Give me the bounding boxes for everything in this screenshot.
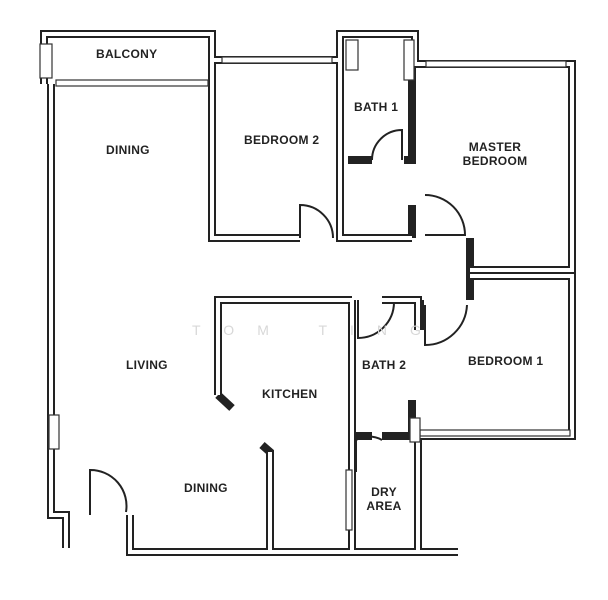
room-label-master-bedroom: MASTER BEDROOM bbox=[458, 140, 532, 168]
room-label-dining-bottom: DINING bbox=[184, 481, 228, 495]
room-label-bath-1: BATH 1 bbox=[354, 100, 399, 114]
room-label-bedroom-1: BEDROOM 1 bbox=[468, 354, 544, 368]
walls-inner bbox=[42, 32, 574, 554]
dry-area-line2: AREA bbox=[366, 499, 402, 513]
master-bedroom-line1: MASTER bbox=[468, 140, 522, 154]
watermark: TOM TING bbox=[192, 322, 444, 338]
room-label-kitchen: KITCHEN bbox=[262, 387, 318, 401]
room-label-dry-area: DRY AREA bbox=[364, 485, 404, 513]
walls bbox=[40, 30, 576, 556]
room-label-bedroom-2: BEDROOM 2 bbox=[244, 133, 320, 147]
room-label-dining-top: DINING bbox=[106, 143, 150, 157]
windows bbox=[39, 39, 571, 531]
dry-area-line1: DRY bbox=[371, 485, 397, 499]
doors bbox=[89, 128, 468, 515]
master-bedroom-line2: BEDROOM bbox=[462, 154, 528, 168]
room-label-balcony: BALCONY bbox=[96, 47, 158, 61]
room-label-bath-2: BATH 2 bbox=[362, 358, 407, 372]
room-label-living: LIVING bbox=[126, 358, 168, 372]
